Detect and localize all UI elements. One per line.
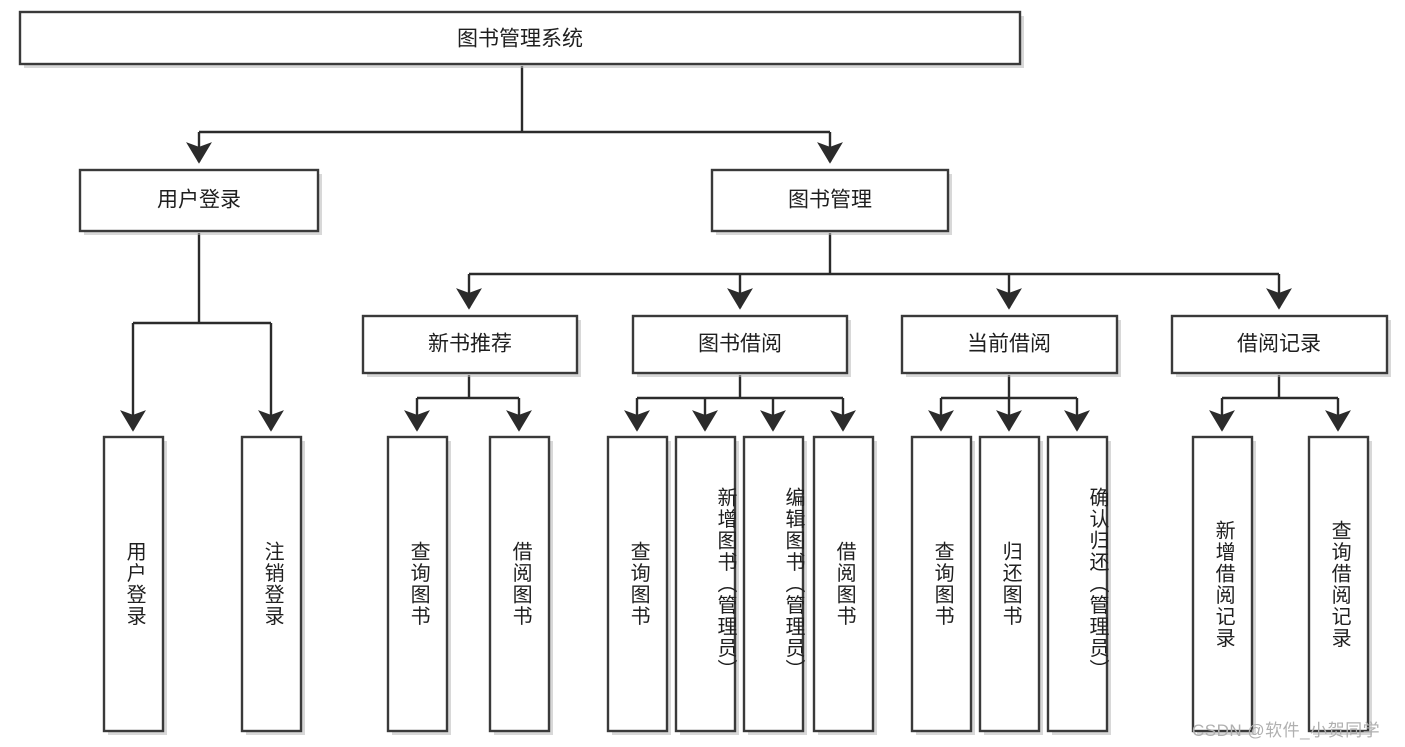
connectors-user-login	[120, 233, 284, 432]
node-current-borrow-label: 当前借阅	[967, 333, 1051, 356]
csdn-watermark: CSDN @软件_小贺同学	[1192, 721, 1381, 740]
node-leaf-record-query[interactable]	[1307, 435, 1372, 735]
node-root[interactable]: 图书管理系统	[18, 10, 1024, 68]
node-leaf-current-return[interactable]	[978, 435, 1043, 735]
node-user-login[interactable]: 用户登录	[78, 168, 322, 235]
node-user-login-label: 用户登录	[157, 189, 241, 212]
node-book-manage-label: 图书管理	[788, 189, 872, 212]
node-leaf-user-login-login[interactable]	[102, 435, 167, 735]
node-borrow-record[interactable]: 借阅记录	[1170, 314, 1391, 377]
connectors-book-manage	[456, 233, 1292, 310]
node-book-borrow-label: 图书借阅	[698, 333, 782, 356]
node-leaf-newbook-query[interactable]	[386, 435, 451, 735]
connectors-borrow-record	[1209, 375, 1351, 432]
connectors-current-borrow	[928, 375, 1090, 432]
node-leaf-borrow-lend[interactable]	[812, 435, 877, 735]
node-leaf-borrow-query[interactable]	[606, 435, 671, 735]
node-new-book-recommend[interactable]: 新书推荐	[361, 314, 581, 377]
node-leaf-current-confirm[interactable]	[1046, 435, 1111, 735]
node-leaf-current-query[interactable]	[910, 435, 975, 735]
node-root-label: 图书管理系统	[457, 28, 583, 51]
connectors-new-book	[404, 375, 532, 432]
node-current-borrow[interactable]: 当前借阅	[900, 314, 1121, 377]
node-book-borrow[interactable]: 图书借阅	[631, 314, 851, 377]
node-leaf-borrow-add[interactable]	[674, 435, 739, 735]
node-leaf-record-add[interactable]	[1191, 435, 1256, 735]
node-book-manage[interactable]: 图书管理	[710, 168, 952, 235]
connectors-root	[186, 66, 843, 164]
node-leaf-newbook-borrow[interactable]	[488, 435, 553, 735]
node-leaf-borrow-edit[interactable]	[742, 435, 807, 735]
node-new-book-recommend-label: 新书推荐	[428, 333, 512, 356]
node-leaf-user-login-logout[interactable]	[240, 435, 305, 735]
connectors-book-borrow	[624, 375, 856, 432]
node-borrow-record-label: 借阅记录	[1237, 333, 1321, 356]
